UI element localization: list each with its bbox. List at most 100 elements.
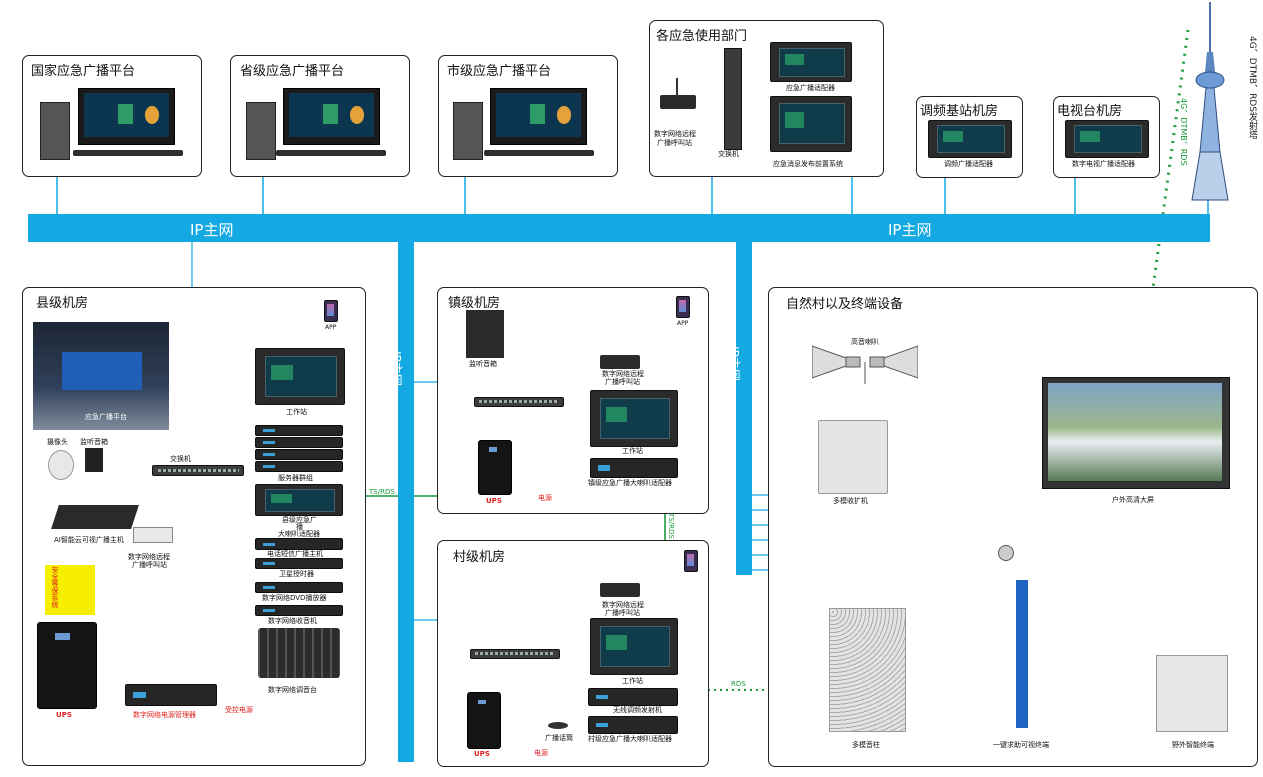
- county-speaker-icon: [85, 448, 103, 472]
- outdoor-terminal-label: 野外智能终端: [1172, 741, 1214, 749]
- county-mixer: [258, 628, 340, 678]
- title-village: 村级机房: [453, 550, 506, 565]
- tower-title: 4G、DTMB、RDS发射塔: [1247, 36, 1257, 139]
- department-switch: [724, 48, 742, 150]
- monitor-provincial: [283, 88, 380, 145]
- county-adapter-label-1: 县级应急广: [282, 516, 317, 524]
- county-ups: [37, 622, 97, 709]
- town-app-label: APP: [677, 320, 689, 327]
- column-label: 多模音柱: [852, 741, 880, 749]
- village-ups-label: UPS: [474, 750, 490, 758]
- outdoor-display-image: [1048, 383, 1222, 481]
- county-speaker-label: 监听音箱: [80, 438, 108, 446]
- county-server-1: [255, 425, 343, 436]
- village-mic-icon: [548, 722, 568, 729]
- county-ai-host: [51, 505, 139, 529]
- title-national: 国家应急广播平台: [31, 64, 136, 79]
- county-terminal-label-1: 数字网络远程: [128, 553, 170, 561]
- town-ts-rds-label: TS/RDS: [667, 513, 675, 539]
- town-ups-label: UPS: [486, 497, 502, 505]
- town-adapter-label: 镇级应急广播大喇叭适配器: [588, 479, 672, 487]
- town-call-station: [600, 355, 640, 369]
- county-workstation-label: 工作站: [286, 408, 307, 416]
- village-adapter-label: 村级应急广播大喇叭适配器: [588, 735, 672, 743]
- department-terminal-label-2: 广播呼叫站: [657, 139, 692, 147]
- county-app-label: APP: [325, 324, 337, 331]
- county-power-manager: [125, 684, 217, 706]
- pc-tower-provincial: [246, 102, 276, 160]
- department-call-mic: [676, 78, 678, 96]
- county-app-icon: [324, 300, 338, 322]
- monitor-municipal: [490, 88, 587, 145]
- ip-bus-vertical-2: [736, 242, 752, 575]
- town-workstation-label: 工作站: [622, 447, 643, 455]
- receiver-label: 多模收扩机: [833, 497, 868, 505]
- sos-label: 一键求助可视终端: [993, 741, 1049, 749]
- county-camera-label: 摄像头: [47, 438, 68, 446]
- village-ups: [467, 692, 501, 749]
- department-call-station: [660, 95, 696, 109]
- village-workstation: [590, 618, 678, 675]
- village-switch: [470, 649, 560, 659]
- county-screen-display: [62, 352, 142, 390]
- county-terminal-label-2: 广播呼叫站: [132, 561, 167, 569]
- county-ai-host-label: AI智能云可视广播主机: [54, 536, 124, 544]
- ip-bus-main: [28, 214, 1210, 242]
- village-rds-label: RDS: [731, 680, 746, 688]
- tv-adapter: [1065, 120, 1149, 158]
- town-app-icon: [676, 296, 690, 318]
- pc-tower-national: [40, 102, 70, 160]
- fm-adapter-label: 调频广播适配器: [944, 160, 993, 168]
- ip-bus-label-right: IP主网: [888, 221, 932, 239]
- county-ups-label: UPS: [56, 711, 72, 719]
- village-workstation-label: 工作站: [622, 677, 643, 685]
- ip-bus-label-left: IP主网: [190, 221, 234, 239]
- department-adapter-label: 应急广播适配器: [786, 84, 835, 92]
- county-ts-rds-label: TS/RDS: [369, 488, 395, 496]
- title-tv-station: 电视台机房: [1057, 104, 1123, 119]
- department-switch-label: 交换机: [718, 150, 739, 158]
- department-frontend: [770, 96, 852, 152]
- town-power-label: 电源: [538, 494, 552, 502]
- county-switch: [152, 465, 244, 476]
- department-terminal-label-1: 数字网络远程: [654, 130, 696, 138]
- title-fm-station: 调频基站机房: [920, 104, 999, 119]
- ip-bus-label-vert2: IP主网: [726, 346, 741, 381]
- town-terminal-label-1: 数字网络远程: [602, 370, 644, 378]
- monitor-national: [78, 88, 175, 145]
- county-security-box: [45, 565, 95, 615]
- county-satellite-label: 卫星授时器: [279, 570, 314, 578]
- title-terminals: 自然村以及终端设备: [786, 297, 904, 312]
- village-terminal-label-2: 广播呼叫站: [605, 609, 640, 617]
- sos-camera-icon: [998, 545, 1014, 561]
- keyboard-municipal: [484, 150, 594, 156]
- county-server-2: [255, 437, 343, 448]
- county-sms-host: [255, 538, 343, 550]
- sos-pole: [1016, 580, 1028, 728]
- county-workstation: [255, 348, 345, 405]
- village-call-station: [600, 583, 640, 597]
- ip-bus-vertical-1: [398, 242, 414, 762]
- county-adapter-label-3: 大喇叭适配器: [278, 530, 320, 538]
- sound-column: [829, 608, 906, 732]
- transmission-tower-icon: [1191, 2, 1229, 201]
- county-security-label: 安全等保系统: [51, 566, 59, 608]
- county-power-ctrl-label: 受控电源: [225, 706, 253, 714]
- county-dvd-label: 数字网络DVD播放器: [262, 594, 327, 602]
- county-satellite: [255, 558, 343, 569]
- county-mixer-label: 数字网络调音台: [268, 686, 317, 694]
- village-terminal-label-1: 数字网络远程: [602, 601, 644, 609]
- county-switch-label: 交换机: [170, 455, 191, 463]
- display-label: 户外高清大屏: [1112, 496, 1154, 504]
- horn-label: 高音喇叭: [851, 338, 879, 346]
- town-adapter: [590, 458, 678, 478]
- village-app-icon: [684, 550, 698, 572]
- tv-adapter-label: 数字电视广播适配器: [1072, 160, 1135, 168]
- county-screen-label: 应急广播平台: [85, 413, 127, 421]
- village-adapter: [588, 716, 678, 734]
- keyboard-national: [73, 150, 183, 156]
- village-mic-label: 广播话筒: [545, 734, 573, 742]
- fm-adapter: [928, 120, 1012, 158]
- county-server-4: [255, 461, 343, 472]
- village-power-label: 电源: [534, 749, 548, 757]
